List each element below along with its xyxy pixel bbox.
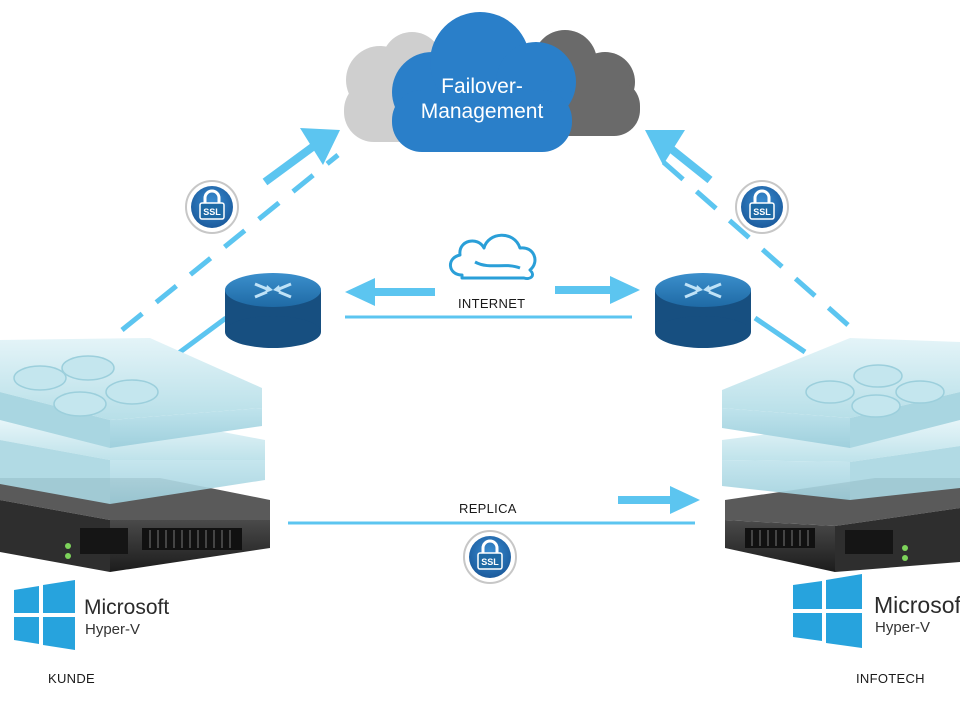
left-uplink-arrowhead (300, 128, 340, 165)
site-label-right: INFOTECH (856, 671, 925, 686)
failover-cloud (344, 12, 640, 152)
router-icon (655, 273, 751, 348)
internet-arrow-right (610, 276, 640, 304)
server-icon (722, 338, 960, 572)
router-icon (225, 273, 321, 348)
replica-label: REPLICA (459, 501, 517, 516)
ssl-badge-text: SSL (481, 557, 499, 567)
right-brand-clip: Microsoft Hyper-V (874, 590, 960, 650)
left-product: Hyper-V (85, 621, 141, 638)
ssl-lock-icon: SSL (463, 530, 517, 584)
right-uplink (645, 130, 850, 355)
cloud-main (392, 12, 576, 152)
ssl-lock-icon: SSL (735, 180, 789, 234)
internet-link (345, 276, 640, 319)
site-label-left: KUNDE (48, 671, 96, 686)
right-brand: Microsoft (874, 592, 960, 618)
right-uplink-arrowhead (645, 130, 685, 165)
cloud-title-line2: Management (420, 100, 544, 123)
ssl-badge-text: SSL (753, 207, 771, 217)
internet-cloud-icon (449, 233, 537, 280)
internet-label: INTERNET (458, 296, 526, 311)
replica-link (288, 486, 700, 525)
ssl-lock-icon: SSL (185, 180, 239, 234)
cloud-title-line1: Failover- (441, 75, 523, 98)
left-uplink (120, 128, 340, 358)
ssl-badge-text: SSL (203, 207, 221, 217)
cloud-title: Failover- Management (382, 74, 582, 124)
left-brand: Microsoft (84, 596, 170, 619)
windows-logo-icon (793, 574, 862, 648)
internet-arrow-left (345, 278, 375, 306)
server-icon (0, 338, 270, 572)
windows-logo-icon (14, 580, 75, 650)
right-product: Hyper-V (875, 619, 931, 636)
replica-arrow (670, 486, 700, 514)
